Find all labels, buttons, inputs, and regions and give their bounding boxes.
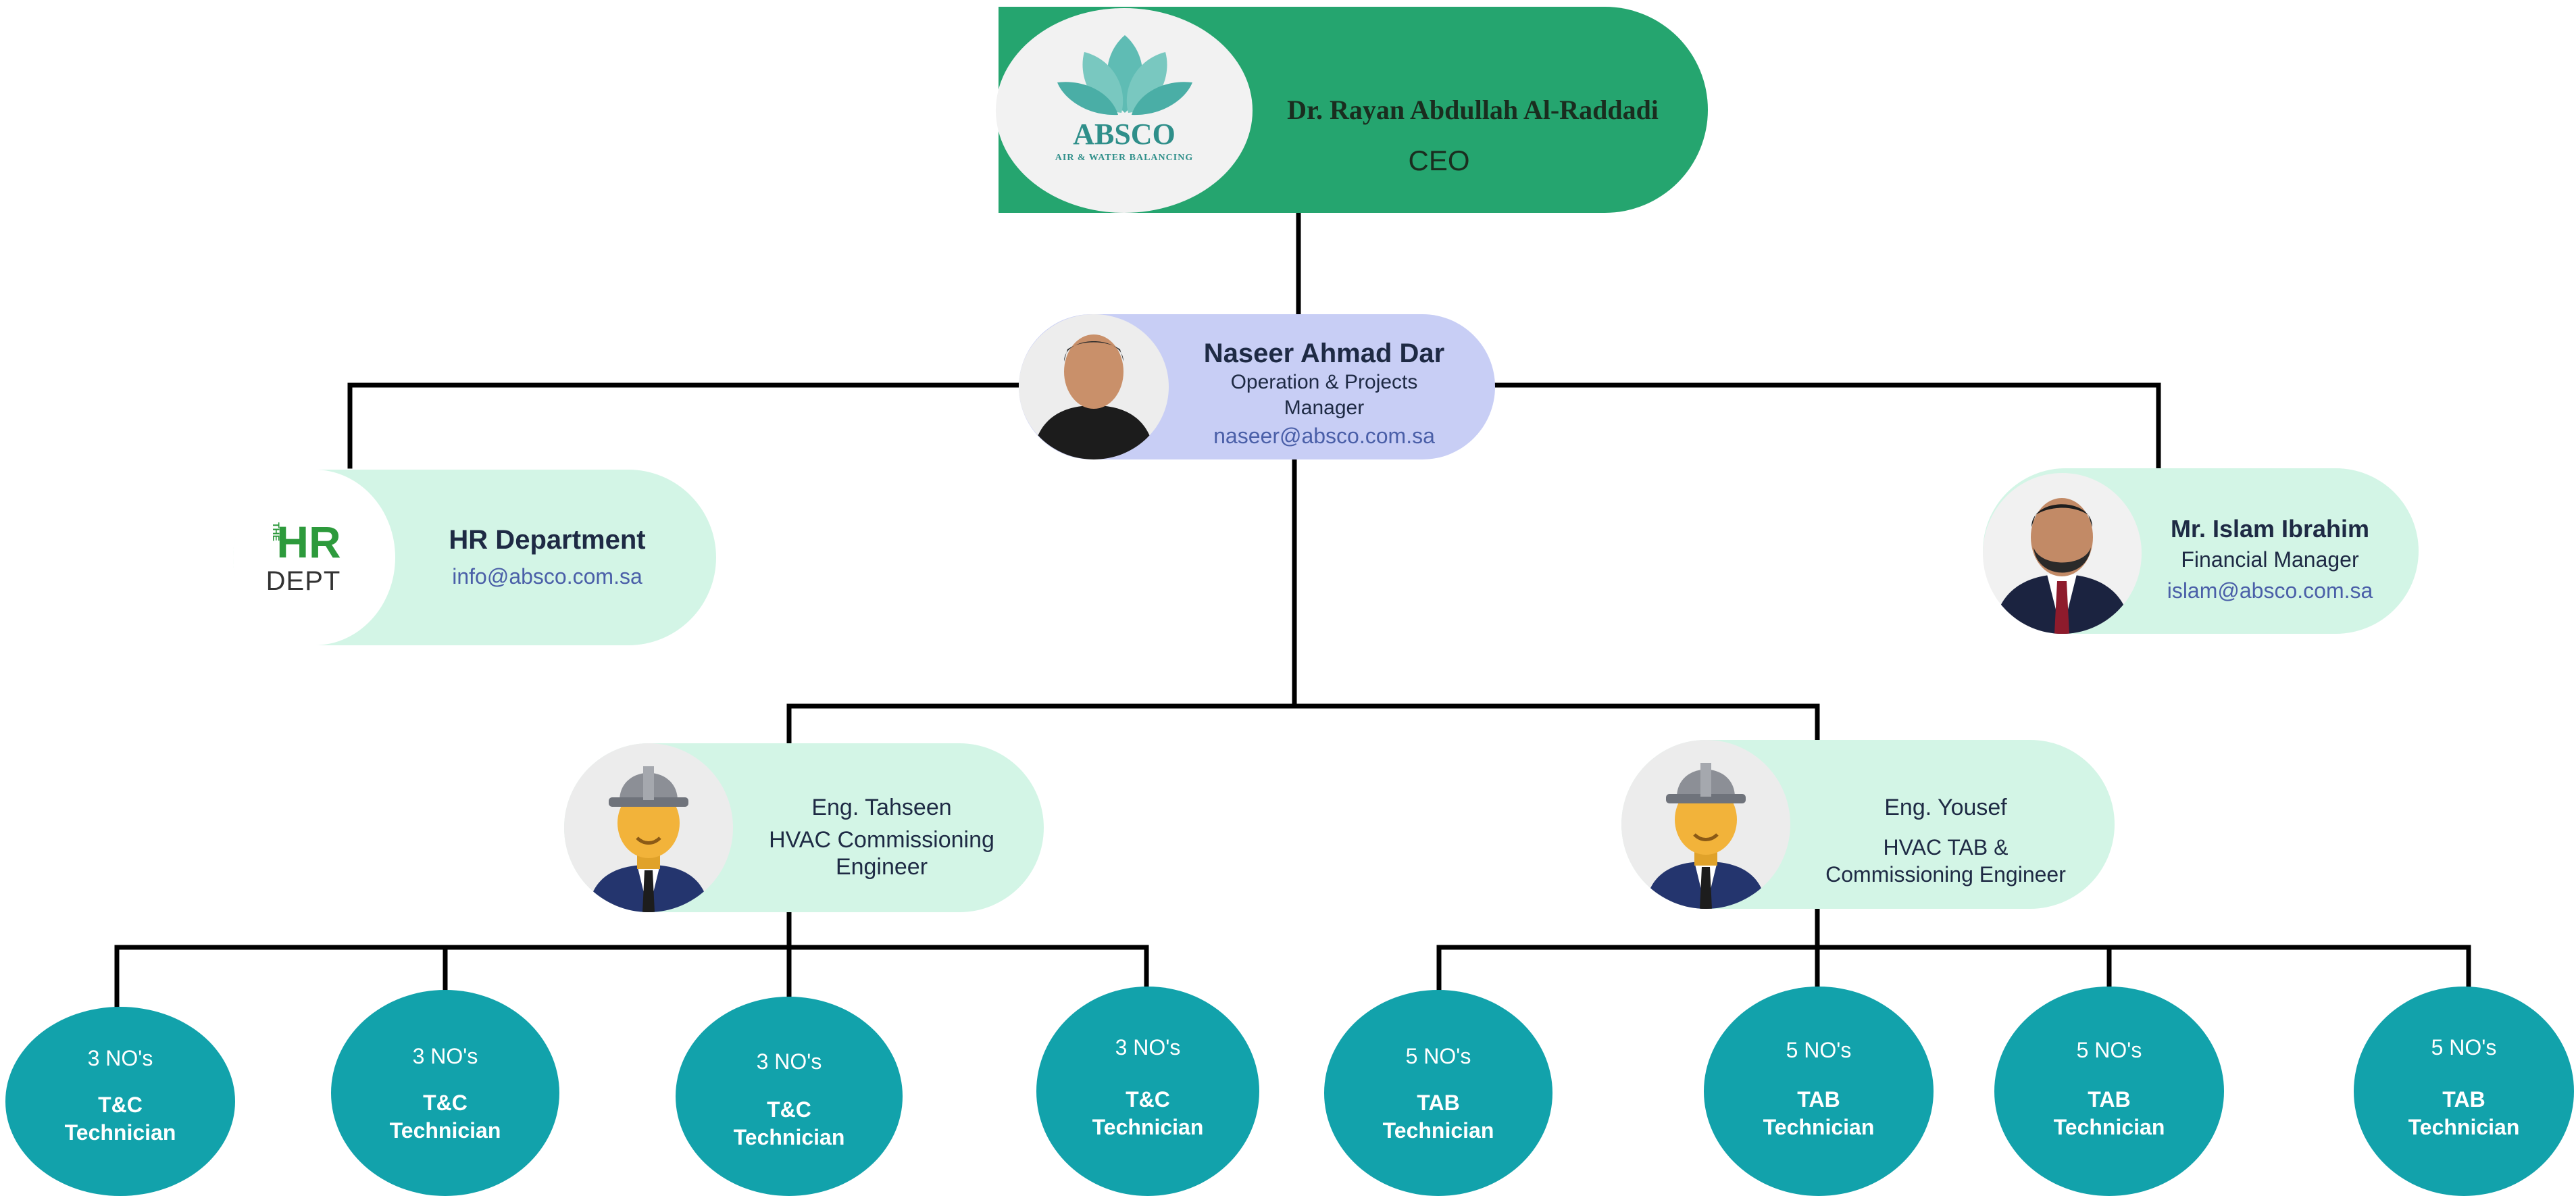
- hr-logo-the: THE: [271, 522, 282, 541]
- technician-role-line2: Technician: [389, 1118, 501, 1143]
- eng-tahseen-avatar: [564, 743, 733, 912]
- technician-role: T&C: [98, 1093, 143, 1117]
- technician-role: TAB: [2442, 1087, 2485, 1112]
- ops-manager-email: naseer@absco.com.sa: [1213, 424, 1435, 448]
- absco-logo-subtext: AIR & WATER BALANCING: [1055, 153, 1194, 163]
- absco-logo-text: ABSCO: [1073, 118, 1176, 151]
- technician-role: T&C: [767, 1097, 811, 1122]
- hr-logo-hr: HR: [276, 517, 341, 567]
- technician-role-line2: Technician: [2053, 1115, 2165, 1139]
- technician-count: 3 NO's: [1115, 1035, 1181, 1060]
- naseer-photo-icon: [1032, 334, 1155, 459]
- technician-role: TAB: [2088, 1087, 2131, 1112]
- eng-tahseen-title-line2: Engineer: [835, 854, 928, 880]
- technician-count: 5 NO's: [1405, 1044, 1471, 1068]
- eng-yousef-title-line1: HVAC TAB &: [1883, 835, 2009, 859]
- technician-role-line2: Technician: [1382, 1118, 1494, 1143]
- technician-role: TAB: [1417, 1091, 1460, 1115]
- naseer-photo: [1019, 314, 1169, 459]
- technician-node: 5 NO's TAB Technician: [1704, 987, 1934, 1196]
- islam-photo-icon: [1993, 498, 2131, 634]
- hr-logo-dept: DEPT: [266, 566, 341, 596]
- engineer-hardhat-icon: [588, 766, 709, 912]
- finance-manager-name: Mr. Islam Ibrahim: [2170, 515, 2370, 543]
- hr-dept-logo: THE HR DEPT: [233, 470, 395, 645]
- technician-node: 3 NO's T&C Technician: [676, 997, 903, 1196]
- technician-count: 3 NO's: [412, 1044, 478, 1068]
- finance-manager-email: islam@absco.com.sa: [2167, 578, 2373, 603]
- technician-count: 3 NO's: [87, 1046, 153, 1070]
- islam-photo: [1983, 473, 2142, 634]
- eng-tahseen-title-line1: HVAC Commissioning: [769, 827, 994, 853]
- hr-department-name: HR Department: [449, 525, 646, 555]
- technician-count: 5 NO's: [2076, 1038, 2142, 1062]
- technician-node: 3 NO's T&C Technician: [331, 990, 559, 1196]
- hr-department-email: info@absco.com.sa: [452, 564, 642, 589]
- ceo-name: Dr. Rayan Abdullah Al-Raddadi: [1287, 95, 1659, 125]
- technician-node: 5 NO's TAB Technician: [1324, 990, 1552, 1196]
- technician-node: 5 NO's TAB Technician: [1994, 987, 2224, 1196]
- technician-role-line2: Technician: [2408, 1115, 2520, 1139]
- technician-role: TAB: [1797, 1087, 1840, 1112]
- ops-manager-title-line2: Manager: [1284, 397, 1365, 419]
- technician-count: 5 NO's: [2431, 1035, 2497, 1060]
- ops-manager-title-line1: Operation & Projects: [1230, 371, 1418, 393]
- technician-role-line2: Technician: [1763, 1115, 1875, 1139]
- technician-node: 3 NO's T&C Technician: [1036, 987, 1259, 1196]
- technician-role-line2: Technician: [1092, 1115, 1204, 1139]
- technician-count: 5 NO's: [1786, 1038, 1852, 1062]
- engineer-hardhat-icon: [1645, 763, 1767, 909]
- technician-role: T&C: [1126, 1087, 1170, 1112]
- ops-manager-name: Naseer Ahmad Dar: [1203, 339, 1445, 368]
- technician-count: 3 NO's: [756, 1049, 822, 1074]
- technician-role: T&C: [423, 1091, 468, 1115]
- ceo-title: CEO: [1408, 145, 1470, 176]
- technician-node: 3 NO's T&C Technician: [5, 1007, 235, 1196]
- technician-role-line2: Technician: [733, 1125, 845, 1149]
- finance-manager-title: Financial Manager: [2181, 547, 2359, 572]
- absco-lotus-logo-icon: [1057, 35, 1192, 116]
- eng-yousef-title-line2: Commissioning Engineer: [1825, 862, 2066, 887]
- eng-yousef-name: Eng. Yousef: [1884, 795, 2007, 820]
- absco-logo: ABSCO AIR & WATER BALANCING: [996, 8, 1253, 213]
- eng-tahseen-name: Eng. Tahseen: [811, 795, 952, 820]
- technician-node: 5 NO's TAB Technician: [2354, 987, 2574, 1196]
- eng-yousef-avatar: [1621, 740, 1790, 909]
- technician-role-line2: Technician: [64, 1120, 176, 1145]
